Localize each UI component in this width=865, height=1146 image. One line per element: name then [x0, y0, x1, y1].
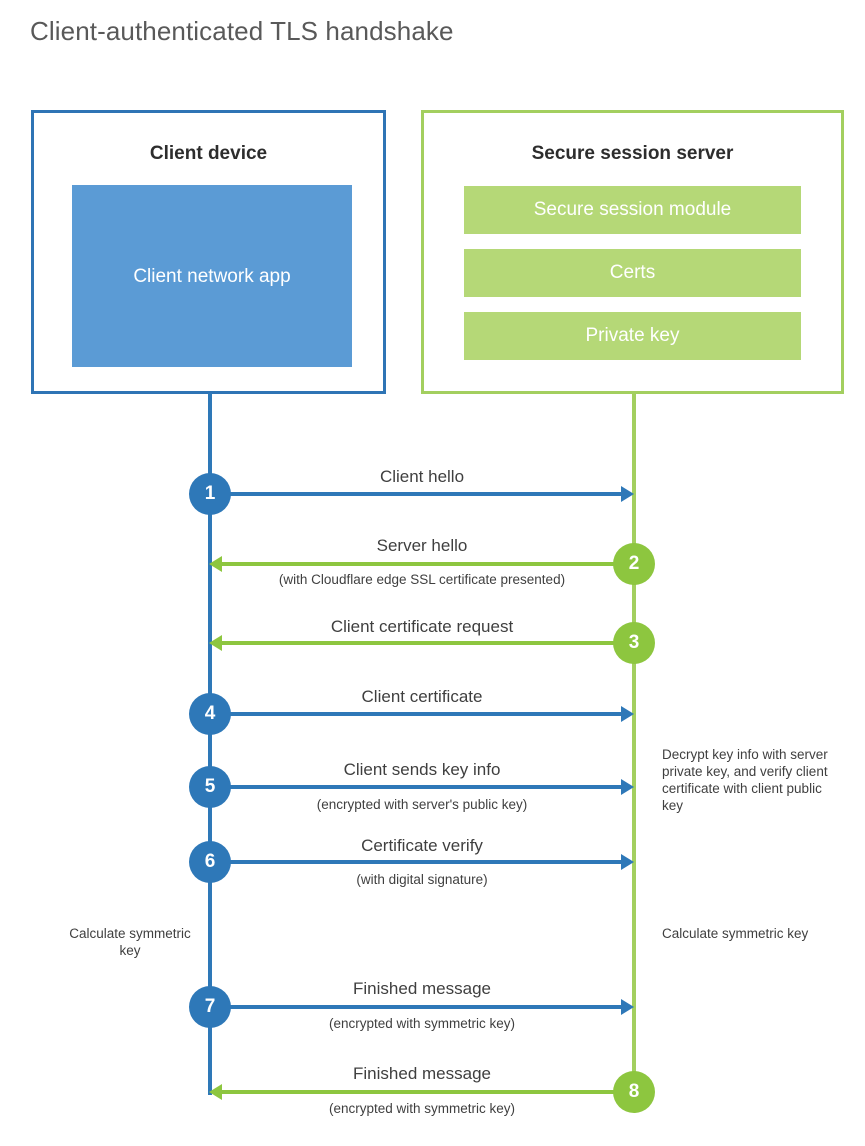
secure-session-server-box: Secure session server Secure session mod…	[421, 110, 844, 394]
step-1-arrow-head-icon	[621, 486, 634, 502]
step-8-marker: 8	[613, 1071, 655, 1113]
step-5-label: Client sends key info	[343, 760, 501, 779]
step-4-marker: 4	[189, 693, 231, 735]
step-3-label: Client certificate request	[330, 617, 514, 636]
step-5-sublabel: (encrypted with server's public key)	[316, 797, 528, 812]
server-component-certs: Certs	[464, 249, 801, 297]
step-7-arrow-line	[210, 1005, 622, 1009]
server-decrypt-annotation: Decrypt key info with server private key…	[662, 747, 828, 813]
step-4-arrow-head-icon	[621, 706, 634, 722]
step-8-arrow-head-icon	[209, 1084, 222, 1100]
step-3-arrow-line	[222, 641, 634, 645]
step-6-arrow-head-icon	[621, 854, 634, 870]
step-4-arrow-line	[210, 712, 622, 716]
server-calculate-symmetric-key-annotation: Calculate symmetric key	[662, 926, 809, 941]
step-6-sublabel: (with digital signature)	[356, 872, 488, 887]
step-3-arrow-head-icon	[209, 635, 222, 651]
step-4-label: Client certificate	[361, 687, 483, 706]
server-component-private-key: Private key	[464, 312, 801, 360]
server-lifeline	[632, 393, 636, 1093]
client-lifeline	[208, 393, 212, 1095]
client-network-app-block: Client network app	[72, 185, 352, 367]
client-device-box: Client device Client network app	[31, 110, 386, 394]
step-7-marker: 7	[189, 986, 231, 1028]
step-3-marker: 3	[613, 622, 655, 664]
step-1-arrow-line	[210, 492, 622, 496]
step-5-arrow-line	[210, 785, 622, 789]
step-1-label: Client hello	[379, 467, 465, 486]
step-2-label: Server hello	[376, 536, 468, 555]
step-2-sublabel: (with Cloudflare edge SSL certificate pr…	[278, 572, 566, 587]
step-5-arrow-head-icon	[621, 779, 634, 795]
step-8-arrow-line	[222, 1090, 634, 1094]
step-2-arrow-line	[222, 562, 634, 566]
step-6-arrow-line	[210, 860, 622, 864]
step-7-arrow-head-icon	[621, 999, 634, 1015]
step-5-marker: 5	[189, 766, 231, 808]
client-device-title: Client device	[149, 143, 268, 164]
step-6-label: Certificate verify	[361, 836, 483, 855]
step-6-marker: 6	[189, 841, 231, 883]
client-calculate-symmetric-key-annotation: Calculate symmetric key	[69, 926, 191, 958]
server-component-secure-session-module: Secure session module	[464, 186, 801, 234]
step-8-label: Finished message	[353, 1064, 491, 1083]
secure-session-server-title: Secure session server	[531, 143, 734, 164]
page-title: Client-authenticated TLS handshake	[30, 16, 454, 46]
step-1-marker: 1	[189, 473, 231, 515]
step-8-sublabel: (encrypted with symmetric key)	[328, 1101, 516, 1116]
step-2-arrow-head-icon	[209, 556, 222, 572]
step-7-sublabel: (encrypted with symmetric key)	[328, 1016, 516, 1031]
step-2-marker: 2	[613, 543, 655, 585]
step-7-label: Finished message	[353, 979, 491, 998]
